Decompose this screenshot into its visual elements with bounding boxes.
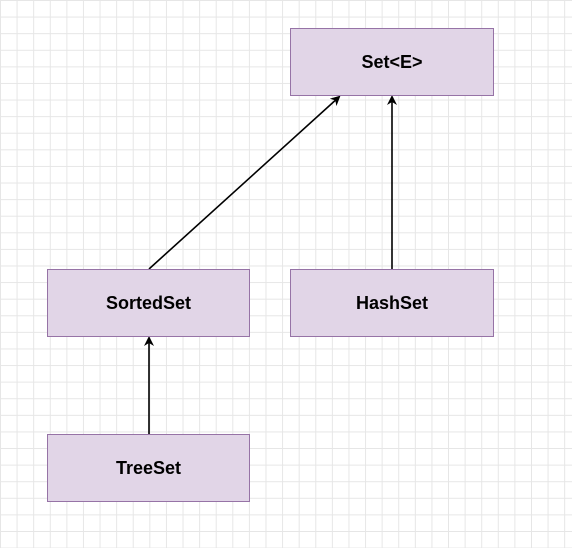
node-label: TreeSet: [115, 457, 182, 478]
node-label: Set<E>: [361, 51, 423, 72]
node-hashset[interactable]: HashSet: [290, 269, 494, 337]
edge-sortedset-to-set: [148, 95, 341, 270]
node-label: HashSet: [355, 292, 429, 313]
node-treeset[interactable]: TreeSet: [47, 434, 250, 502]
node-label: SortedSet: [105, 292, 192, 313]
node-set-interface[interactable]: Set<E>: [290, 28, 494, 96]
node-sortedset[interactable]: SortedSet: [47, 269, 250, 337]
